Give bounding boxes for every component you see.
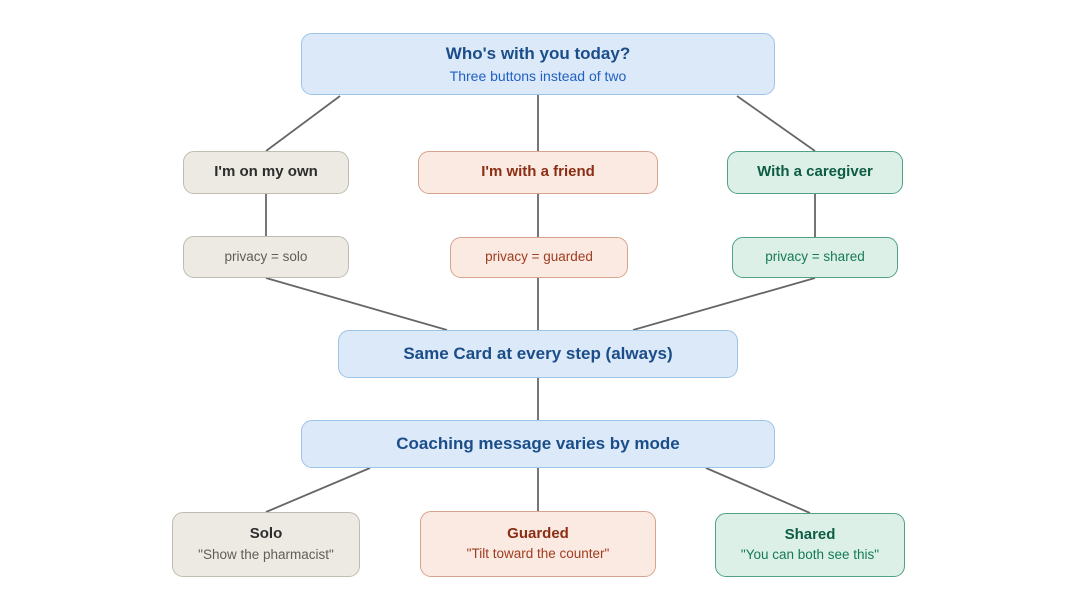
node-title: privacy = solo [224,248,308,264]
node-subtitle: "You can both see this" [740,547,880,563]
edge-privacysolo-samecard [265,277,448,331]
node-privacy-solo: privacy = solo [183,236,349,278]
node-coaching-message-varies: Coaching message varies by mode [301,420,775,468]
node-title: Coaching message varies by mode [396,434,680,454]
edge-whotoday-caregiver [736,95,816,152]
edge-coaching-shared [705,467,811,514]
node-title: With a caregiver [757,163,873,181]
edge-whotoday-own [265,95,341,152]
node-title: Shared [784,525,836,543]
node-title: privacy = shared [765,249,865,265]
node-title: Who's with you today? [445,43,631,63]
node-title: Same Card at every step (always) [403,344,673,364]
node-shared-mode: Shared "You can both see this" [715,513,905,577]
node-guarded-mode: Guarded "Tilt toward the counter" [420,511,656,577]
node-subtitle: "Tilt toward the counter" [466,546,610,562]
node-subtitle: "Show the pharmacist" [198,546,334,562]
node-with-a-caregiver: With a caregiver [727,151,903,194]
edge-privacyshared-samecard [632,277,816,331]
node-solo-mode: Solo "Show the pharmacist" [172,512,360,577]
node-im-with-a-friend: I'm with a friend [418,151,658,194]
node-privacy-shared: privacy = shared [732,237,898,278]
edge-coaching-solo [265,467,371,513]
node-title: Solo [249,525,283,543]
node-privacy-guarded: privacy = guarded [450,237,628,278]
node-same-card-every-step: Same Card at every step (always) [338,330,738,378]
node-title: Guarded [507,524,569,542]
node-title: I'm on my own [214,163,318,181]
node-subtitle: Three buttons instead of two [449,67,627,84]
node-title: I'm with a friend [481,163,595,181]
node-whos-with-you-today: Who's with you today? Three buttons inst… [301,33,775,95]
node-im-on-my-own: I'm on my own [183,151,349,194]
node-title: privacy = guarded [485,249,593,265]
